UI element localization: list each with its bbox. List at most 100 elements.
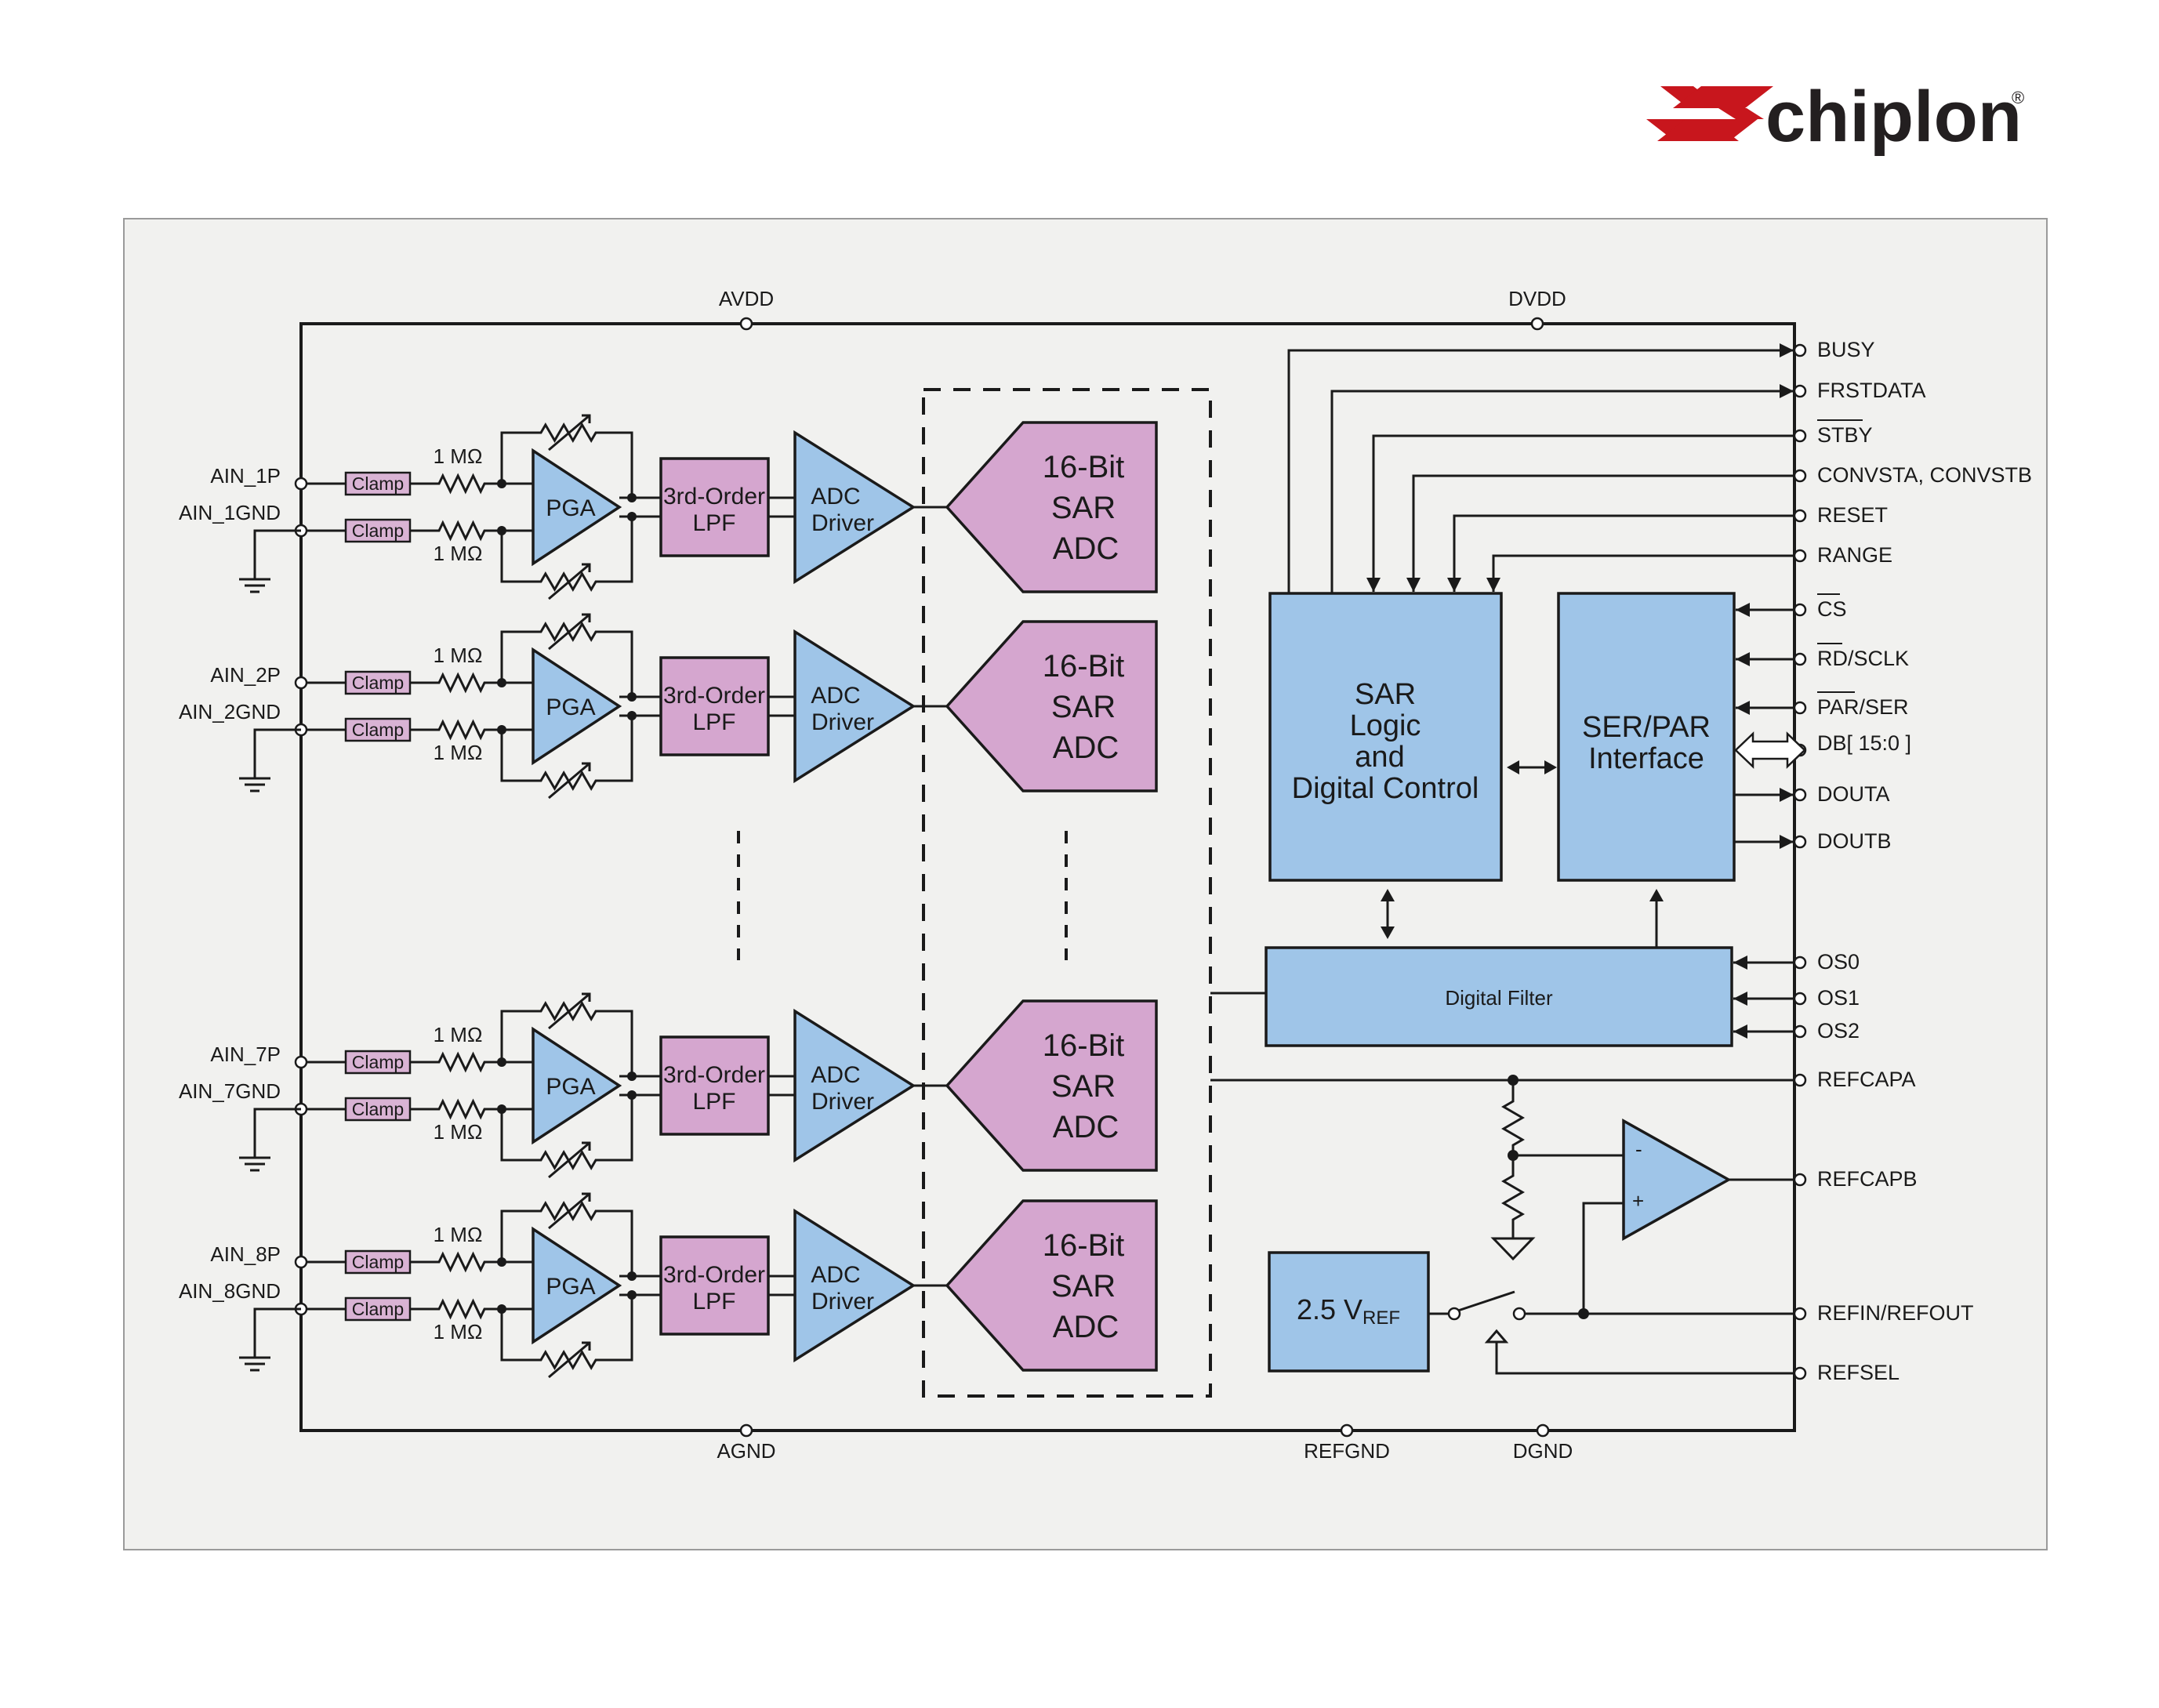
pin-node bbox=[1793, 835, 1807, 849]
driver-label-line1: ADC bbox=[811, 683, 860, 709]
pin-node bbox=[1793, 788, 1807, 802]
pin-label: OS2 bbox=[1817, 1019, 1860, 1043]
pin-refin-refout: REFIN/REFOUT bbox=[1793, 1301, 1974, 1325]
internal-wiring bbox=[1210, 760, 1794, 1375]
clamp-label: Clamp bbox=[352, 1099, 404, 1119]
digital-filter-label: Digital Filter bbox=[1445, 986, 1553, 1010]
pin-label: FRSTDATA bbox=[1817, 379, 1926, 402]
pin-node bbox=[1793, 384, 1807, 398]
pin-refcapa: REFCAPA bbox=[1793, 1068, 1916, 1091]
serpar-line1: SER/PAR bbox=[1582, 711, 1711, 744]
input-wire bbox=[307, 1061, 346, 1111]
lpf-block bbox=[659, 1035, 770, 1136]
sar-adc-block bbox=[945, 620, 1158, 792]
pin-os0: OS0 bbox=[1793, 950, 1860, 974]
lpf-block bbox=[659, 656, 770, 756]
resistor-label-bottom: 1 MΩ bbox=[434, 542, 483, 565]
resistor-label-bottom: 1 MΩ bbox=[434, 741, 483, 764]
pga-input-wire bbox=[502, 1260, 533, 1311]
lpf-label-line2: LPF bbox=[692, 510, 735, 536]
clamp-label: Clamp bbox=[352, 1052, 404, 1072]
pin-node bbox=[1793, 1024, 1807, 1039]
input-resistor bbox=[410, 1098, 502, 1120]
ground-wire bbox=[253, 728, 301, 778]
adc-label-line1: 16-Bit bbox=[1043, 649, 1125, 684]
resistor-label-top: 1 MΩ bbox=[434, 1223, 483, 1246]
ain-p-label: AIN_1P bbox=[210, 464, 281, 488]
refgnd-node bbox=[1340, 1423, 1354, 1438]
input-wire bbox=[307, 482, 346, 532]
pin-label: REFCAPA bbox=[1817, 1068, 1916, 1091]
clamp-label: Clamp bbox=[352, 520, 404, 541]
clamp-label: Clamp bbox=[352, 720, 404, 740]
chip-outline bbox=[299, 322, 1796, 1432]
lpf-output-wire bbox=[768, 496, 795, 518]
resistor-label-bottom: 1 MΩ bbox=[434, 1320, 483, 1344]
ground-icon bbox=[239, 777, 270, 792]
pin-label: CS bbox=[1817, 597, 1847, 621]
logo-mark-b bbox=[1657, 119, 1758, 141]
pga-input-wire bbox=[502, 482, 533, 532]
sar-adc-block bbox=[945, 421, 1158, 593]
ground-icon bbox=[239, 1156, 270, 1172]
variable-arrow-icon bbox=[548, 762, 591, 800]
input-resistor bbox=[410, 1251, 502, 1273]
brand-registered-mark: ® bbox=[2012, 88, 2024, 107]
data-bus-arrow bbox=[1734, 731, 1806, 769]
pin-range: RANGE bbox=[1793, 543, 1892, 567]
driver-label-line2: Driver bbox=[811, 709, 874, 735]
adc-driver-amp bbox=[793, 430, 916, 585]
pin-node bbox=[1793, 343, 1807, 357]
pin-label: RANGE bbox=[1817, 543, 1892, 567]
amp-plus: + bbox=[1632, 1189, 1644, 1213]
resistor-label-top: 1 MΩ bbox=[434, 644, 483, 667]
pin-node bbox=[1793, 1307, 1807, 1321]
pin-node bbox=[1793, 956, 1807, 970]
ain-gnd-label: AIN_7GND bbox=[179, 1079, 281, 1103]
sar-logic-line2: Logic bbox=[1350, 709, 1421, 742]
pin-douta: DOUTA bbox=[1793, 782, 1890, 806]
pin-par-ser: PAR/SER bbox=[1793, 691, 1909, 719]
adc-label-line1: 16-Bit bbox=[1043, 450, 1125, 484]
variable-arrow-icon bbox=[548, 563, 591, 600]
pga-input-wire bbox=[502, 681, 533, 731]
variable-arrow-icon bbox=[548, 414, 591, 451]
input-resistor bbox=[410, 1051, 502, 1073]
pin-db-15-0-: DB[ 15:0 ] bbox=[1793, 731, 1911, 757]
ain-p-label: AIN_7P bbox=[210, 1043, 281, 1066]
clamp-block bbox=[344, 1249, 412, 1275]
pin-node bbox=[1793, 992, 1807, 1006]
dvdd-label: DVDD bbox=[1508, 287, 1566, 310]
sar-logic-line3: and bbox=[1355, 741, 1404, 774]
driver-label-line1: ADC bbox=[811, 1062, 860, 1088]
clamp-block bbox=[344, 717, 412, 742]
lpf-block bbox=[659, 457, 770, 557]
adc-label-line3: ADC bbox=[1053, 531, 1119, 566]
pin-node bbox=[1793, 603, 1807, 617]
ground-icon bbox=[239, 1356, 270, 1372]
ref-ground-arrow bbox=[1490, 1237, 1536, 1261]
pin-os1: OS1 bbox=[1793, 986, 1860, 1010]
adc-label-line2: SAR bbox=[1051, 491, 1116, 525]
driver-label-line1: ADC bbox=[811, 484, 860, 509]
ain-p-node bbox=[294, 1255, 308, 1269]
pin-node bbox=[1793, 701, 1807, 715]
chiplon-logo: chiplon ® bbox=[1646, 77, 2024, 157]
serpar-line2: Interface bbox=[1588, 742, 1704, 775]
pin-node bbox=[1793, 429, 1807, 443]
pin-convsta-convstb: CONVSTA, CONVSTB bbox=[1793, 463, 2032, 487]
lpf-output-wire bbox=[768, 695, 795, 717]
adc-array-boundary bbox=[922, 388, 1212, 1398]
dgnd-label: DGND bbox=[1513, 1439, 1573, 1463]
pga-amp bbox=[532, 448, 622, 567]
pin-label: REFSEL bbox=[1817, 1361, 1900, 1384]
pin-node bbox=[1793, 549, 1807, 563]
clamp-block bbox=[344, 471, 412, 496]
driver-label-line2: Driver bbox=[811, 1089, 874, 1115]
adc-label-line2: SAR bbox=[1051, 690, 1116, 724]
clamp-block bbox=[344, 1296, 412, 1322]
clamp-block bbox=[344, 1050, 412, 1075]
pin-node bbox=[1793, 1366, 1807, 1380]
